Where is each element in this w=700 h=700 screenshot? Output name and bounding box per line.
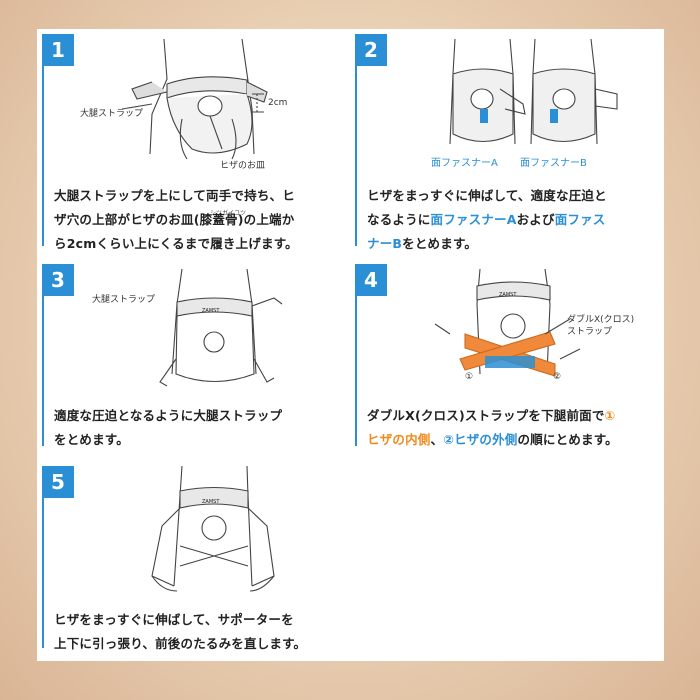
step-number: 5 [42, 466, 74, 498]
caption-line: 大腿ストラップを上にして両手で持ち、ヒ [54, 188, 295, 203]
step-number: 2 [355, 34, 387, 66]
step-divider [355, 66, 357, 246]
step-4-caption: ダブルX(クロス)ストラップを下腿前面で① ヒザの内側、②ヒザの外側の順にとめま… [367, 404, 659, 452]
highlight-fastener-a: 面ファスナーA [430, 212, 517, 227]
label-2cm: 2cm [268, 98, 288, 108]
highlight-inner-knee: ヒザの内側 [367, 432, 431, 447]
step-1-caption: 大腿ストラップを上にして両手で持ち、ヒ ザ穴の上部がヒザのお皿(膝蓋骨)の上端か… [54, 184, 344, 256]
caption-text: の順にとめます。 [517, 432, 618, 447]
marker-1: ① [465, 372, 474, 382]
caption-line: ヒザをまっすぐに伸ばして、サポーターを [54, 612, 294, 627]
label-thigh-strap: 大腿ストラップ [80, 109, 144, 119]
step-4: 4 ZAMST ダブルX(クロス) ストラップ ① ② ダブルX(クロス)ストラ… [355, 264, 660, 454]
adjust-illustration: ZAMST [151, 465, 275, 592]
caption-text: および [516, 212, 555, 227]
highlight-fastener-b-part1: 面ファス [554, 212, 606, 227]
marker-2: ② [553, 372, 562, 382]
step-number: 4 [355, 264, 387, 296]
step-number: 1 [42, 34, 74, 66]
step-1: 1 大腿ストラップ 2cm ヒザのお皿 シツガイコツ 大腿ストラップを上 [42, 34, 342, 264]
caption-text: ダブルX(クロス)ストラップを下腿前面で [367, 408, 605, 423]
step-2-caption: ヒザをまっすぐに伸ばして、適度な圧迫と なるように面ファスナーAおよび面ファス … [367, 184, 659, 256]
step-5-caption: ヒザをまっすぐに伸ばして、サポーターを 上下に引っ張り、前後のたるみを直します。 [54, 608, 344, 656]
caption-line: ダブルX(クロス)ストラップを下腿前面で① [367, 404, 659, 428]
highlight-outer-knee: ②ヒザの外側 [443, 432, 518, 447]
caption-line: なるように面ファスナーAおよび面ファス [367, 208, 659, 232]
caption-line: ナーBをとめます。 [367, 232, 659, 256]
caption-line: ザ穴の上部がヒザのお皿(膝蓋骨)の上端か [54, 212, 295, 227]
highlight-fastener-b-part2: ナーB [367, 236, 403, 251]
step-divider [42, 296, 44, 446]
instruction-panel: 1 大腿ストラップ 2cm ヒザのお皿 シツガイコツ 大腿ストラップを上 [37, 29, 664, 661]
caption-line: ら2cmくらい上にくるまで履き上げます。 [54, 236, 298, 251]
svg-text:ZAMST: ZAMST [202, 499, 220, 505]
caption-text: をとめます。 [402, 236, 478, 251]
label-fastener-b: 面ファスナーB [520, 158, 587, 169]
fastener-illustration [449, 38, 618, 145]
svg-text:ZAMST: ZAMST [202, 308, 220, 314]
step-divider [42, 498, 44, 648]
caption-line: ヒザの内側、②ヒザの外側の順にとめます。 [367, 428, 659, 452]
label-fastener-a: 面ファスナーA [431, 158, 498, 169]
caption-text: 、 [430, 432, 444, 447]
knee-illustration [121, 38, 268, 160]
caption-line: 適度な圧迫となるように大腿ストラップ [54, 408, 283, 423]
caption-line: ヒザをまっすぐに伸ばして、適度な圧迫と [367, 188, 607, 203]
caption-line: をとめます。 [54, 432, 129, 447]
label-cross-strap: ダブルX(クロス) [567, 315, 635, 325]
thigh-strap-illustration: ZAMST [159, 268, 283, 387]
step-3-caption: 適度な圧迫となるように大腿ストラップ をとめます。 [54, 404, 344, 452]
label-thigh-strap: 大腿ストラップ [92, 295, 156, 305]
step-divider [42, 66, 44, 246]
step-5: 5 ZAMST ヒザをまっすぐに伸ばして、サポーターを 上下に引っ張り、前後のた… [42, 465, 344, 661]
svg-text:ZAMST: ZAMST [499, 292, 517, 298]
step-divider [355, 296, 357, 446]
step-3: 3 ZAMST 大腿ストラップ 適度な圧迫となるように大腿ストラップ をとめます… [42, 264, 342, 454]
step-2: 2 面ファスナーA 面ファスナーB ヒザをまっすぐに伸ばして、適度な圧迫と なる… [355, 34, 660, 264]
highlight-mark-1: ① [604, 408, 616, 423]
step-number: 3 [42, 264, 74, 296]
caption-text: なるように [367, 212, 431, 227]
label-cross-strap-2: ストラップ [567, 327, 613, 337]
caption-line: 上下に引っ張り、前後のたるみを直します。 [54, 636, 307, 651]
label-kneecap: ヒザのお皿 [220, 161, 266, 171]
furigana: シツガイコツ [210, 210, 247, 217]
cross-strap-illustration: ZAMST [434, 268, 581, 377]
